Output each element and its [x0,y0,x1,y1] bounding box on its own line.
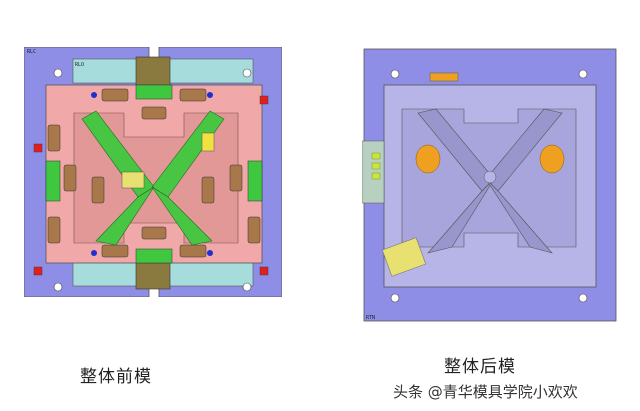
front-mold-caption: 整体前模 [80,367,152,387]
rear-mold-figure: RTN [361,47,618,325]
watermark-text: 头条 @青华模具学院小欢欢 [393,383,578,401]
front-mold-drawing: RLC RLO [23,46,283,298]
plate-label: RLO [75,62,84,68]
rear-mold-caption: 整体后模 [444,357,516,377]
corner-label: RLC [27,49,36,55]
front-mold-figure: RLC RLO [23,46,283,298]
rear-mold-drawing: RTN [361,48,617,322]
corner-label: RTN [366,315,375,321]
